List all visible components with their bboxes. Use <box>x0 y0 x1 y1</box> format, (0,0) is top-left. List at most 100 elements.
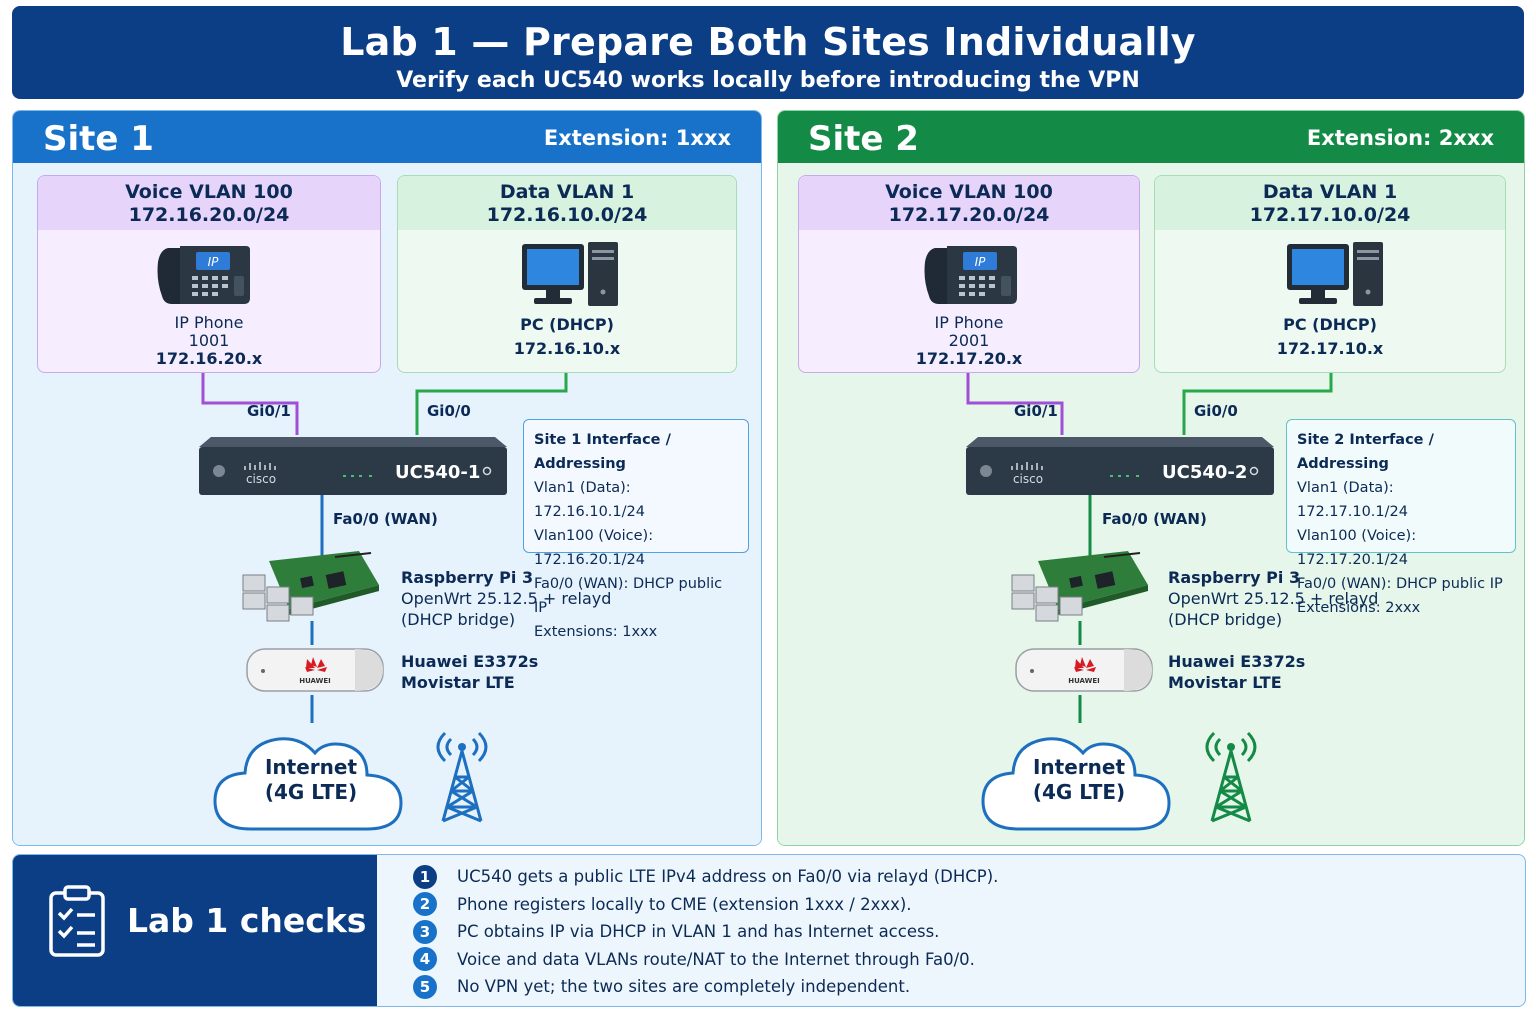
site-body: Voice VLAN 100 172.16.20.0/24 IP IP Phon… <box>13 163 761 845</box>
pi-description: Raspberry Pi 3 OpenWrt 25.12.5 + relayd … <box>1168 567 1378 630</box>
page-subtitle: Verify each UC540 works locally before i… <box>396 68 1140 93</box>
phone-extension: 1001 <box>188 331 230 350</box>
phone-name: IP Phone <box>174 313 244 332</box>
voice-vlan-name: Voice VLAN 100 <box>125 181 293 203</box>
voice-vlan-box: Voice VLAN 100 172.17.20.0/24 IP IP Phon… <box>798 175 1140 373</box>
checks-title: Lab 1 checks <box>127 901 367 940</box>
phone-label: IP Phone 2001 172.17.20.x <box>799 314 1139 368</box>
modem-name: Huawei E3372s <box>1168 652 1306 671</box>
router-name: UC540-1 <box>395 462 481 483</box>
phone-screen-text: IP <box>208 255 220 269</box>
check-number: 3 <box>413 919 437 944</box>
cloud-label: Internet (4G LTE) <box>211 755 411 805</box>
router-name: UC540-2 <box>1162 462 1248 483</box>
pc-icon <box>1287 242 1383 306</box>
phone-ip: 172.17.20.x <box>915 349 1023 368</box>
check-number: 2 <box>413 892 437 917</box>
pi-os: OpenWrt 25.12.5 + relayd <box>401 589 612 608</box>
connection-lines <box>966 373 1333 723</box>
cloud-line-2: (4G LTE) <box>264 780 358 804</box>
router-icon: cisco <box>966 437 1274 495</box>
interface-line: Fa0/0 (WAN): DHCP public IP <box>1297 576 1503 592</box>
site-header: Site 2 Extension: 2xxx <box>778 111 1524 163</box>
cell-tower-icon <box>1205 731 1257 823</box>
interface-addressing-box: Site 1 Interface / Addressing Vlan1 (Dat… <box>523 419 749 640</box>
site-name: Site 2 <box>808 119 919 159</box>
modem-carrier: Movistar LTE <box>401 673 515 692</box>
voice-vlan-header: Voice VLAN 100 172.16.20.0/24 <box>38 176 380 230</box>
pc-icon <box>522 242 618 306</box>
data-vlan-header: Data VLAN 1 172.17.10.0/24 <box>1155 176 1505 230</box>
wan-port-label: Fa0/0 (WAN) <box>333 510 438 528</box>
interface-line: Extensions: 1xxx <box>534 624 658 640</box>
data-vlan-subnet: 172.17.10.0/24 <box>1249 204 1411 226</box>
voice-port-label: Gi0/1 <box>1014 402 1058 420</box>
checks-title-area: Lab 1 checks <box>13 855 377 1006</box>
modem-carrier: Movistar LTE <box>1168 673 1282 692</box>
voice-vlan-name: Voice VLAN 100 <box>885 181 1053 203</box>
voice-port-label: Gi0/1 <box>247 402 291 420</box>
ip-phone-icon: IP <box>157 246 250 304</box>
pc-name: PC (DHCP) <box>520 315 614 334</box>
voice-vlan-subnet: 172.17.20.0/24 <box>888 204 1050 226</box>
cell-tower-icon <box>436 731 488 823</box>
title-banner: Lab 1 — Prepare Both Sites Individually … <box>12 6 1524 99</box>
check-text: Phone registers locally to CME (extensio… <box>457 894 912 914</box>
modem-description: Huawei E3372s Movistar LTE <box>1168 651 1305 693</box>
huawei-logo-text: HUAWEI <box>299 677 331 685</box>
check-number: 4 <box>413 947 437 972</box>
lte-modem-icon: HUAWEI <box>246 648 384 692</box>
data-vlan-name: Data VLAN 1 <box>499 181 635 203</box>
check-text: No VPN yet; the two sites are completely… <box>457 977 911 997</box>
interface-line: Vlan100 (Voice): 172.16.20.1/24 <box>534 528 654 568</box>
raspberry-pi-icon <box>1011 551 1148 622</box>
lte-modem-icon: HUAWEI <box>1015 648 1153 692</box>
pc-name: PC (DHCP) <box>1283 315 1377 334</box>
interface-line: Vlan1 (Data): 172.17.10.1/24 <box>1297 480 1408 520</box>
interface-line: Vlan100 (Voice): 172.17.20.1/24 <box>1297 528 1417 568</box>
site-extension: Extension: 1xxx <box>543 126 731 150</box>
interface-addressing-box: Site 2 Interface / Addressing Vlan1 (Dat… <box>1286 419 1516 616</box>
pi-os: OpenWrt 25.12.5 + relayd <box>1168 589 1379 608</box>
huawei-logo-text: HUAWEI <box>1068 677 1100 685</box>
phone-name: IP Phone <box>934 313 1004 332</box>
cisco-logo-text: cisco <box>1013 472 1043 486</box>
ip-phone-icon: IP <box>924 246 1017 304</box>
interface-line: Extensions: 2xxx <box>1297 600 1421 616</box>
pi-description: Raspberry Pi 3 OpenWrt 25.12.5 + relayd … <box>401 567 611 630</box>
raspberry-pi-icon <box>242 551 379 622</box>
pc-label: PC (DHCP) 172.16.10.x <box>398 316 736 358</box>
site-header: Site 1 Extension: 1xxx <box>13 111 761 163</box>
data-vlan-subnet: 172.16.10.0/24 <box>486 204 648 226</box>
pc-ip: 172.16.10.x <box>513 339 621 358</box>
pi-name: Raspberry Pi 3 <box>401 568 534 587</box>
cloud-icon <box>981 737 1171 831</box>
cloud-line-1: Internet <box>264 755 358 779</box>
site-1-panel: Site 1 Extension: 1xxx Voice VLAN 100 17… <box>12 110 762 846</box>
check-text: Voice and data VLANs route/NAT to the In… <box>457 949 975 969</box>
voice-vlan-box: Voice VLAN 100 172.16.20.0/24 IP IP Phon… <box>37 175 381 373</box>
site-extension: Extension: 2xxx <box>1306 126 1494 150</box>
phone-extension: 2001 <box>948 331 990 350</box>
clipboard-icon <box>49 885 105 957</box>
modem-description: Huawei E3372s Movistar LTE <box>401 651 538 693</box>
interface-line: Vlan1 (Data): 172.16.10.1/24 <box>534 480 645 520</box>
cloud-icon <box>213 737 403 831</box>
check-number: 5 <box>413 974 437 999</box>
interface-box-title: Site 1 Interface / Addressing <box>534 432 671 472</box>
interface-box-title: Site 2 Interface / Addressing <box>1297 432 1434 472</box>
site-2-panel: Site 2 Extension: 2xxx Voice VLAN 100 17… <box>777 110 1525 846</box>
interface-line: Fa0/0 (WAN): DHCP public IP <box>534 576 723 616</box>
wan-port-label: Fa0/0 (WAN) <box>1102 510 1207 528</box>
site-body: Voice VLAN 100 172.17.20.0/24 IP IP Phon… <box>778 163 1524 845</box>
phone-ip: 172.16.20.x <box>155 349 263 368</box>
cloud-line-1: Internet <box>1032 755 1126 779</box>
check-item: 4 Voice and data VLANs route/NAT to the I… <box>413 946 998 974</box>
pc-label: PC (DHCP) 172.17.10.x <box>1155 316 1505 358</box>
data-port-label: Gi0/0 <box>1194 402 1238 420</box>
cloud-label: Internet (4G LTE) <box>979 755 1179 805</box>
